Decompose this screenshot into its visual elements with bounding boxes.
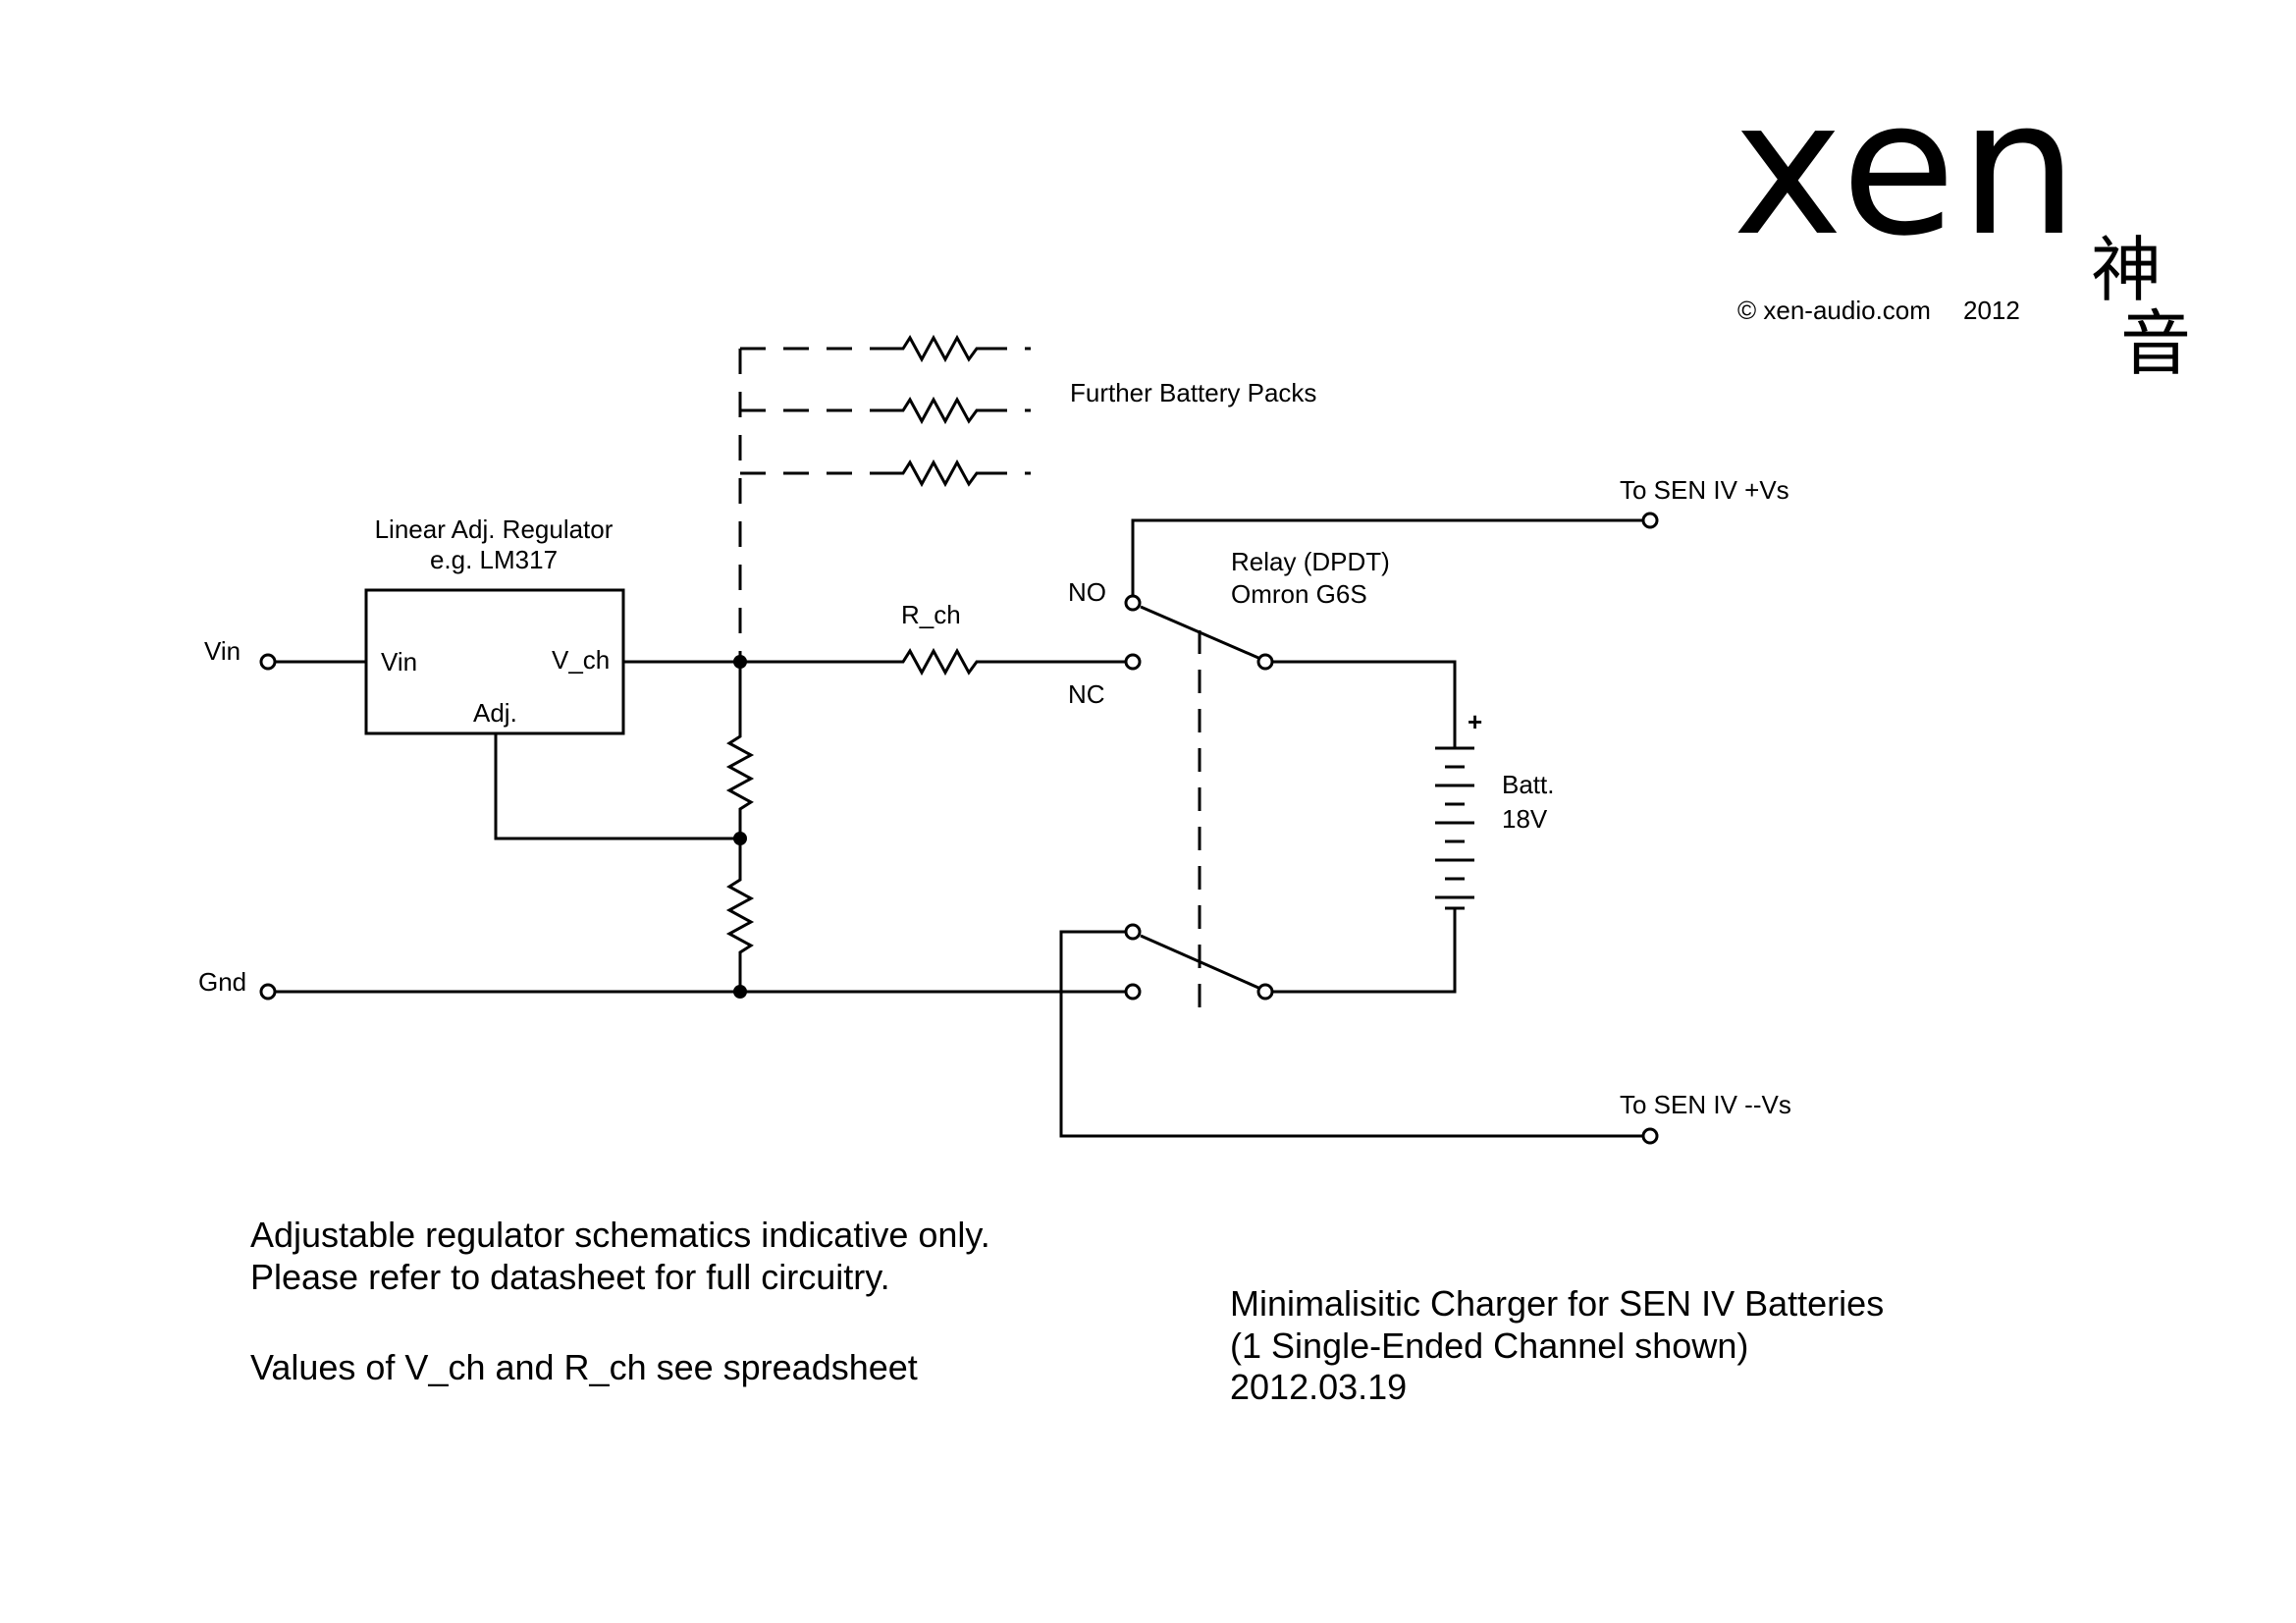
battery-negative-wire: [1272, 908, 1457, 994]
note-left-3: Values of V_ch and R_ch see spreadsheet: [250, 1347, 918, 1387]
pos-output-label: To SEN IV +Vs: [1620, 475, 1789, 505]
logo-kanji-top: 神: [2091, 229, 2162, 311]
resistor-symbol: [888, 396, 982, 425]
battery-voltage: 18V: [1502, 804, 1548, 834]
neg-output-label: To SEN IV --Vs: [1620, 1090, 1791, 1119]
pos-output-wire: [1131, 518, 1643, 596]
copyright-text: © xen-audio.com: [1737, 296, 1931, 325]
note-left-2: Please refer to datasheet for full circu…: [250, 1257, 890, 1297]
gnd-label: Gnd: [198, 967, 246, 997]
note-right-1: Minimalisitic Charger for SEN IV Batteri…: [1230, 1283, 1884, 1324]
battery-symbol: [1435, 746, 1474, 910]
adj-wire: [494, 733, 740, 840]
note-right-2: (1 Single-Ended Channel shown): [1230, 1325, 1748, 1366]
relay-no-contact-upper: [1124, 594, 1142, 612]
r-ch-resistor: [888, 647, 982, 676]
vin-input-label: Vin: [204, 636, 240, 666]
vin-terminal: [259, 653, 277, 671]
battery-plus-sign: +: [1468, 707, 1482, 736]
note-left-1: Adjustable regulator schematics indicati…: [250, 1215, 990, 1255]
further-packs-branches: [738, 334, 1031, 660]
regulator-part: e.g. LM317: [430, 545, 558, 574]
xen-logo: xen 神 音: [1733, 60, 2191, 385]
logo-kanji-bottom: 音: [2120, 302, 2191, 385]
no-label: NO: [1068, 577, 1106, 607]
logo-wordmark: xen: [1733, 60, 2082, 277]
divider-resistor-lower: [725, 874, 755, 957]
battery-label: Batt.: [1502, 770, 1554, 799]
regulator-vch-pin: V_ch: [552, 645, 610, 675]
relay-no-contact-lower: [1124, 923, 1142, 941]
divider-resistor-upper: [725, 727, 755, 819]
resistor-symbol: [888, 334, 982, 363]
copyright-year: 2012: [1963, 296, 2020, 325]
gnd-terminal: [259, 983, 277, 1001]
regulator-vin-pin: Vin: [381, 647, 417, 676]
junction-dot: [733, 655, 747, 669]
neg-output-terminal: [1641, 1127, 1659, 1145]
junction-dot: [733, 832, 747, 845]
regulator-adj-pin: Adj.: [473, 698, 517, 728]
relay-nc-contact-lower: [1124, 983, 1142, 1001]
relay-label: Relay (DPDT): [1231, 547, 1390, 576]
relay-part-label: Omron G6S: [1231, 579, 1367, 609]
resistor-symbol: [888, 459, 982, 488]
relay-nc-contact-upper: [1124, 653, 1142, 671]
nc-label: NC: [1068, 679, 1105, 709]
further-packs-label: Further Battery Packs: [1070, 378, 1316, 407]
neg-output-wire: [1059, 930, 1643, 1138]
note-right-3: 2012.03.19: [1230, 1367, 1407, 1407]
relay-common-lower: [1256, 983, 1274, 1001]
r-ch-label: R_ch: [901, 600, 961, 629]
relay-common-upper: [1256, 653, 1274, 671]
regulator-title: Linear Adj. Regulator: [375, 514, 614, 544]
pos-output-terminal: [1641, 512, 1659, 529]
battery-positive-wire: [1272, 660, 1457, 748]
